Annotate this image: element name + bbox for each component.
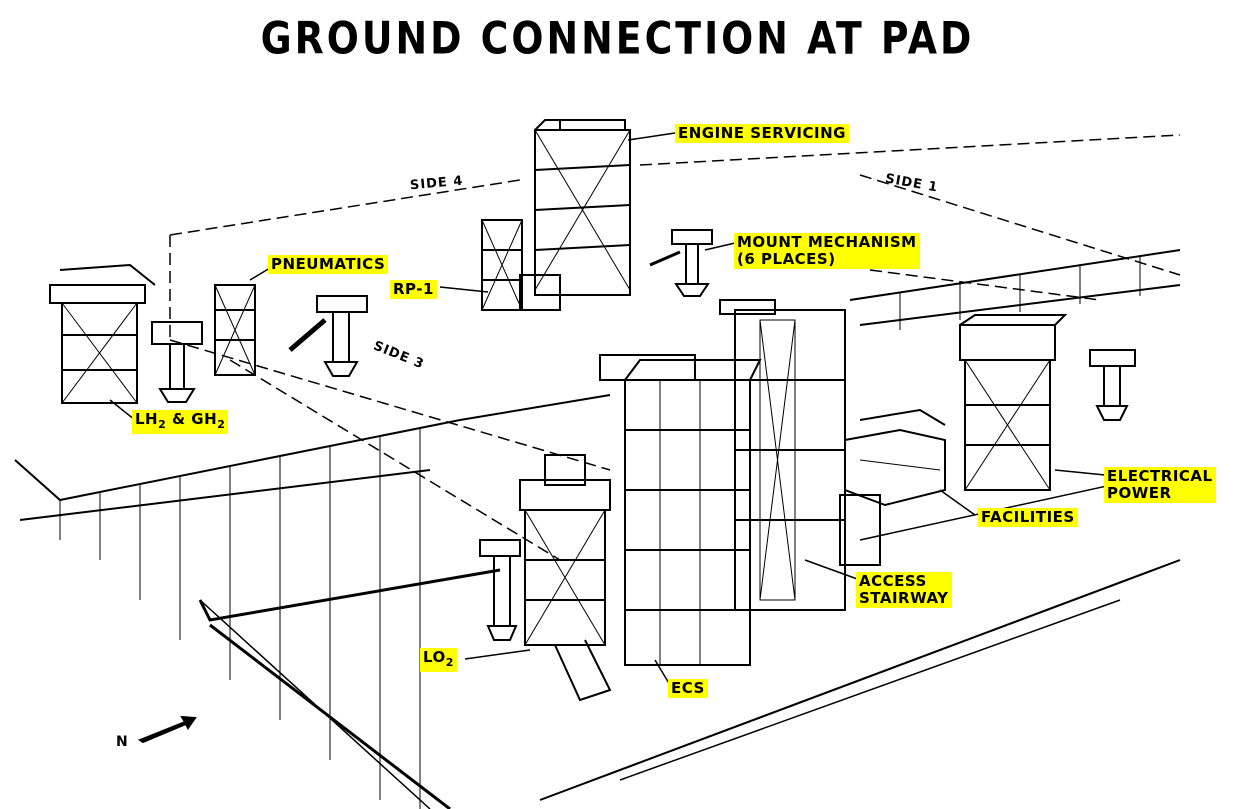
rp1-tower <box>481 219 523 311</box>
deck-edge-lower <box>19 469 431 521</box>
lh2-text: LH <box>135 410 159 428</box>
electrical-power-tower <box>959 314 1068 491</box>
lh2-subscript: 2 <box>158 418 167 431</box>
facilities-structure <box>844 408 946 507</box>
mount-mechanism-right <box>1089 349 1136 421</box>
mount-mechanism-left-2 <box>288 295 368 377</box>
ground-rail-inner <box>209 623 451 809</box>
gh2-text: & GH <box>166 410 218 428</box>
lo2-subscript: 2 <box>445 656 454 669</box>
mount-mechanism-label: MOUNT MECHANISM (6 PLACES) <box>734 233 920 269</box>
deck-edge-front-left <box>14 394 611 502</box>
engine-servicing-label: ENGINE SERVICING <box>675 124 849 143</box>
ecs-label: ECS <box>668 679 708 698</box>
north-arrow <box>137 715 197 744</box>
access-stairway-line-1: ACCESS <box>859 572 927 590</box>
engine-servicing-tower <box>519 119 631 311</box>
ground-rail-outer <box>198 568 501 622</box>
electrical-power-line-2: POWER <box>1107 484 1172 502</box>
pneumatics-tower <box>214 284 256 376</box>
mount-mechanism-left <box>151 321 203 403</box>
lh2-gh2-tower <box>49 263 156 404</box>
lh2-gh2-label: LH2 & GH2 <box>132 410 229 434</box>
north-label: N <box>116 734 128 750</box>
rp1-label: RP-1 <box>390 280 437 299</box>
mount-mechanism-line-1: MOUNT MECHANISM <box>737 233 917 251</box>
access-stairway-tower <box>719 299 881 611</box>
lo2-text: LO <box>423 648 446 666</box>
electrical-power-line-1: ELECTRICAL <box>1107 467 1213 485</box>
gh2-subscript: 2 <box>217 418 226 431</box>
lo2-label: LO2 <box>420 648 457 672</box>
pneumatics-label: PNEUMATICS <box>268 255 389 274</box>
electrical-power-label: ELECTRICAL POWER <box>1104 467 1216 503</box>
page-title: GROUND CONNECTION AT PAD <box>260 12 975 65</box>
mount-mechanism-line-2: (6 PLACES) <box>737 250 836 268</box>
mount-mechanism-back <box>649 229 713 297</box>
central-tower <box>599 354 762 666</box>
lo2-tower <box>479 454 612 702</box>
access-stairway-label: ACCESS STAIRWAY <box>856 572 952 608</box>
access-stairway-line-2: STAIRWAY <box>859 589 949 607</box>
ground-rail-right <box>539 559 1181 801</box>
facilities-label: FACILITIES <box>978 508 1078 527</box>
